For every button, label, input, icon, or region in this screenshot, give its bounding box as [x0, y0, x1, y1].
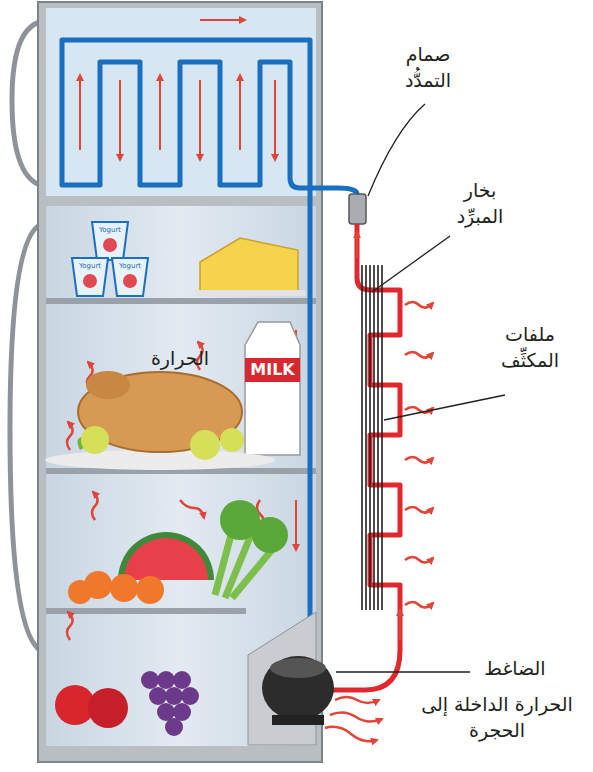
cup-text: Yogurt: [72, 263, 108, 270]
milk-band: [245, 358, 300, 382]
cup-text: Yogurt: [112, 263, 148, 270]
heat-label: الحرارة: [140, 346, 220, 372]
evaporator-coil: [62, 40, 357, 690]
milk-carton: [245, 322, 300, 455]
condenser-fins: [362, 265, 382, 610]
fruit: [55, 671, 199, 736]
roast-chicken: [45, 371, 275, 470]
door-handle: [10, 225, 40, 650]
shelf: [46, 298, 316, 304]
shelf: [46, 608, 246, 614]
flow-arrows: [357, 232, 400, 640]
carton-text: MILK: [245, 359, 300, 381]
yogurt-cups: [72, 222, 148, 296]
expansion-valve: [349, 194, 366, 224]
vegetables: [68, 500, 288, 604]
cheese: [200, 238, 298, 292]
compressor: [262, 656, 334, 725]
plate: [195, 290, 305, 296]
part-label: الضاغط: [470, 656, 560, 682]
part-label: بخار المبرِّد: [438, 178, 522, 229]
condenser-tube: [330, 224, 400, 690]
heat-label: الحرارة الداخلة إلى الحجرة: [402, 692, 592, 743]
part-label: صمام التمدُّد: [382, 42, 474, 93]
door-handle: [12, 22, 40, 185]
part-label: ملفات المكثِّف: [488, 322, 572, 373]
cup-text: Yogurt: [92, 227, 128, 234]
